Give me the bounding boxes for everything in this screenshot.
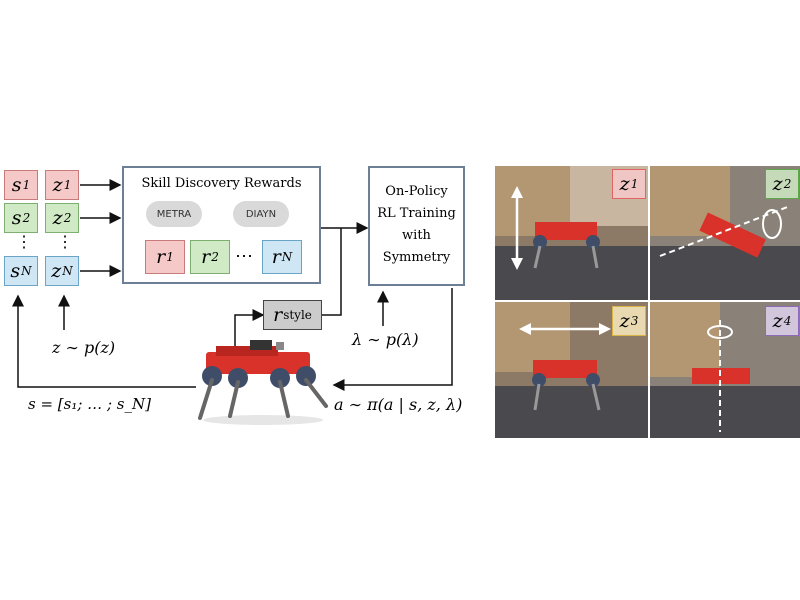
reward-ellipsis: ⋯	[235, 246, 253, 267]
training-line: RL Training	[377, 206, 456, 221]
state-box-base: s	[11, 174, 22, 196]
photo-skill-tag-base: z	[619, 173, 630, 195]
skill-box-sub: 2	[63, 211, 72, 225]
style-reward-base: r	[273, 304, 283, 326]
style-reward-sub: style	[283, 308, 312, 322]
state-box-sub: N	[21, 264, 32, 278]
skill-box-base: z	[52, 207, 63, 229]
training-text: On-Policy RL Training with Symmetry	[368, 181, 465, 269]
skill-vdots: ⋮	[57, 232, 73, 251]
diayn-cloud: DIAYN	[233, 201, 289, 227]
photo-skill-tag-sub: 4	[783, 314, 792, 328]
state-box-base: s	[10, 260, 21, 282]
training-line: On-Policy	[385, 184, 448, 199]
skill-box-sub: N	[62, 264, 73, 278]
state-vdots: ⋮	[16, 232, 32, 251]
photo-skill-tag-sub: 2	[783, 177, 792, 191]
reward-box-sub: N	[281, 250, 293, 264]
robot-illustration	[198, 340, 328, 425]
photo-skill-tag-base: z	[772, 173, 783, 195]
photo-skill-4	[650, 302, 800, 438]
photo-skill-4-scene	[650, 302, 800, 438]
state-box-sub: 2	[22, 211, 31, 225]
training-line: with	[402, 228, 431, 243]
reward-box-base: r	[201, 246, 211, 268]
photo-skill-tag-sub: 3	[630, 314, 639, 328]
skill-box-base: z	[51, 260, 62, 282]
reward-box-sub: 2	[211, 250, 219, 264]
training-line: Symmetry	[382, 250, 451, 265]
reward-box-sub: 1	[166, 250, 174, 264]
reward-box-base: r	[271, 246, 281, 268]
skill-discovery-title: Skill Discovery Rewards	[141, 176, 302, 191]
policy-eq: a ∼ π(a | s, z, λ)	[334, 395, 463, 414]
skill-prior-eq: z ∼ p(z)	[52, 338, 116, 357]
reward-box-base: r	[156, 246, 166, 268]
state-box-base: s	[11, 207, 22, 229]
skill-box-sub: 1	[63, 178, 72, 192]
state-box-sub: 1	[22, 178, 31, 192]
training-panel	[368, 166, 465, 286]
photo-skill-1	[495, 166, 648, 300]
metra-cloud: METRA	[146, 201, 202, 227]
photo-skill-1-scene	[495, 166, 648, 300]
photo-skill-tag-sub: 1	[630, 177, 639, 191]
photo-skill-tag-base: z	[619, 310, 630, 332]
skill-box-base: z	[52, 174, 63, 196]
lambda-prior-eq: λ ∼ p(λ)	[352, 330, 419, 349]
photo-skill-tag-base: z	[772, 310, 783, 332]
state-def-eq: s = [s₁; … ; s_N]	[28, 395, 151, 413]
